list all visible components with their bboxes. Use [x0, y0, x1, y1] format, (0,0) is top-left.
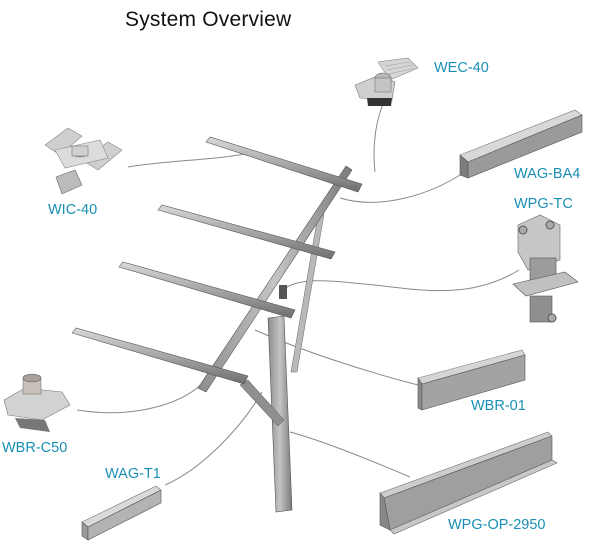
leader-line-wic-40: [127, 151, 256, 168]
label-wag-ba4: WAG-BA4: [514, 166, 581, 182]
main-beam: [197, 165, 353, 393]
rail-4: [71, 327, 249, 385]
rail-2: [157, 204, 336, 260]
label-wbr-01: WBR-01: [471, 398, 526, 414]
label-wbr-c50: WBR-C50: [2, 440, 68, 456]
leader-lines: [76, 101, 520, 486]
main-post: [267, 315, 293, 513]
leader-line-wpg-tc: [282, 269, 520, 292]
wag-ba4-part: [459, 109, 583, 179]
rail-1: [205, 136, 363, 193]
label-wic-40: WIC-40: [48, 202, 98, 218]
mounting-structure: [197, 165, 353, 513]
label-wpg-op-2950: WPG-OP-2950: [448, 517, 546, 533]
wpg-op-2950-part: [379, 431, 558, 535]
leader-line-wbr-c50: [76, 379, 206, 414]
rail-3: [118, 261, 296, 319]
wbr-c50-part: [3, 373, 71, 432]
wag-t1-part: [81, 485, 162, 541]
diagram-title: System Overview: [125, 8, 292, 31]
wic-40-part: [44, 127, 123, 195]
rails: [71, 136, 363, 385]
top-connector: [279, 285, 287, 299]
leader-line-wpg-op-2950: [289, 431, 411, 478]
label-wag-t1: WAG-T1: [105, 466, 161, 482]
leader-line-wag-ba4: [339, 172, 464, 203]
wpg-tc-part: [512, 214, 579, 323]
label-wpg-tc: WPG-TC: [514, 196, 573, 212]
wbr-01-part: [417, 349, 526, 411]
wec-40-part: [354, 57, 419, 106]
leader-line-wec-40: [373, 101, 385, 173]
label-wec-40: WEC-40: [434, 60, 489, 76]
leader-line-wag-t1: [164, 391, 263, 486]
